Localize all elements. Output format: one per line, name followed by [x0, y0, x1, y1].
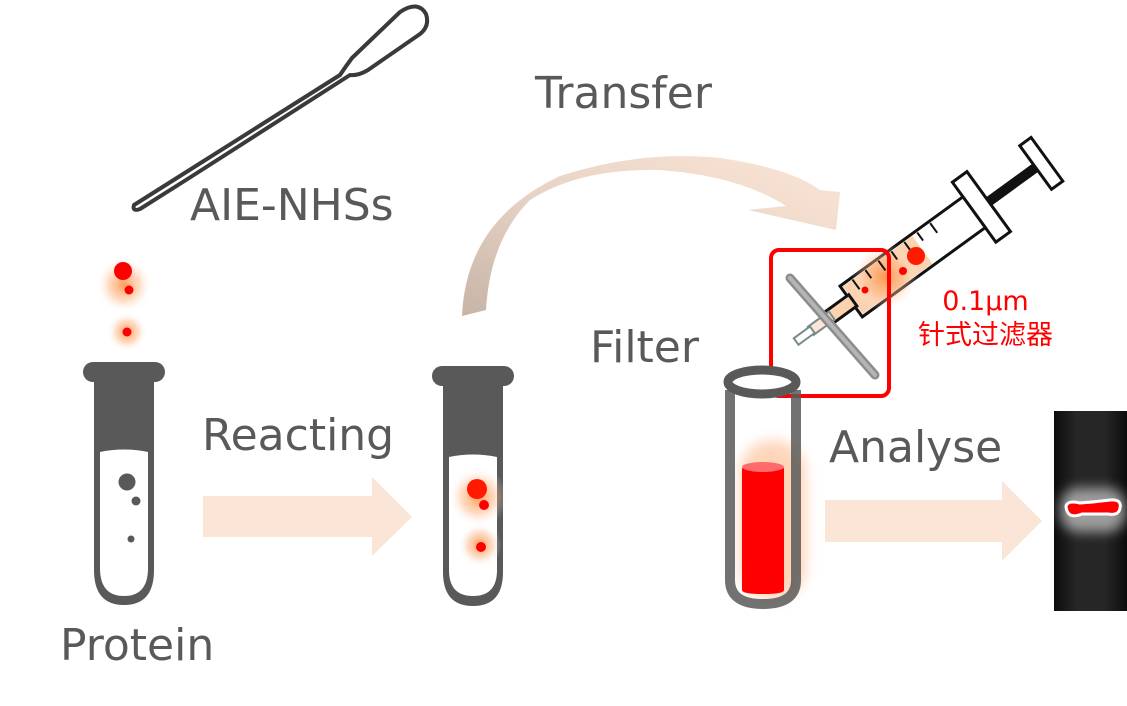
transfer-label: Transfer [535, 68, 712, 119]
syringe-particles [861, 247, 925, 294]
analyse-label: Analyse [829, 422, 1003, 473]
filter-highlight-box [769, 248, 891, 398]
filter-spec: 0.1μm 针式过滤器 [898, 285, 1073, 353]
labeled-protein [476, 542, 486, 552]
labeled-protein [479, 500, 489, 510]
filtered-sample [742, 468, 784, 594]
reacting-label: Reacting [202, 410, 395, 461]
protein-label: Protein [60, 620, 215, 671]
syringe-filter-highlight [788, 276, 877, 377]
transfer-arrow [462, 156, 840, 316]
reagent-label: AIE-NHSs [190, 180, 394, 231]
aie-droplets [96, 257, 152, 352]
protein-tube-icon [83, 362, 165, 605]
pipette-icon [131, 4, 430, 212]
analyse-arrow [825, 481, 1042, 561]
protein-particle [127, 535, 135, 543]
protein-particle [118, 473, 136, 491]
droplet [122, 327, 132, 337]
labeled-protein [467, 479, 487, 499]
gel-band [1064, 498, 1122, 518]
protein-particle [131, 496, 141, 506]
filter-label: Filter [590, 322, 699, 373]
filtered-tube-icon [723, 365, 806, 610]
gel-image [1054, 411, 1127, 611]
droplet [114, 262, 132, 280]
reacting-arrow [203, 477, 412, 556]
reacting-tube-icon [432, 366, 514, 606]
pore-size-label: 0.1μm [942, 286, 1029, 317]
droplet [124, 285, 134, 295]
filter-name-label: 针式过滤器 [918, 320, 1053, 351]
